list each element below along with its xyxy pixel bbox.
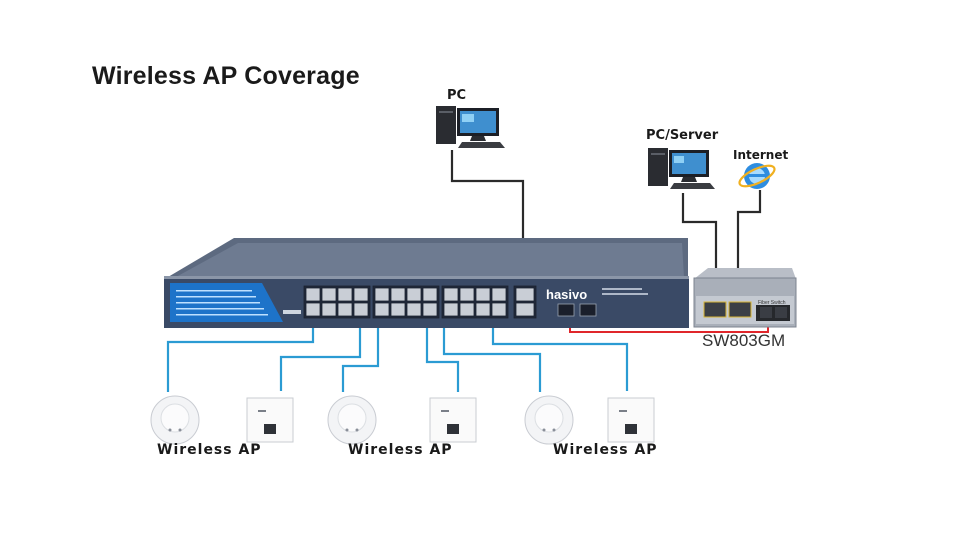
internet-cable <box>736 190 762 302</box>
ap-cables <box>166 319 629 392</box>
media-converter: Fiber Switch <box>693 268 797 328</box>
ceiling-ap-2 <box>327 395 377 445</box>
diagram-title: Wireless AP Coverage <box>92 62 360 90</box>
status-leds <box>176 290 268 316</box>
ap-cable-6 <box>491 319 629 391</box>
ceiling-ap-3 <box>524 395 574 445</box>
ap-cable-5 <box>442 319 542 392</box>
poe-switch: hasivo <box>164 238 689 328</box>
pc-server-label: PC/Server <box>646 128 719 143</box>
ap-label-2: Wireless AP <box>348 442 453 458</box>
wall-plate-ap-2 <box>429 397 477 443</box>
media-converter-model-label: SW803GM <box>702 331 786 350</box>
pc-label: PC <box>447 88 467 103</box>
desktop-pc-icon <box>436 106 505 148</box>
media-converter-tag: Fiber Switch <box>758 300 786 306</box>
desktop-server-icon <box>648 148 715 189</box>
ceiling-ap-1 <box>150 395 200 445</box>
ap-cable-2 <box>279 319 362 391</box>
ap-cable-4 <box>425 319 460 392</box>
server-cable <box>681 193 718 302</box>
internet-explorer-icon <box>738 163 776 189</box>
ap-label-1: Wireless AP <box>157 442 262 458</box>
switch-brand: hasivo <box>546 287 587 302</box>
internet-label: Internet <box>733 148 789 162</box>
ap-cable-3 <box>341 319 380 392</box>
rj45-ports <box>303 285 537 319</box>
ap-cable-1 <box>166 319 315 392</box>
sfp-ports <box>557 303 597 317</box>
wall-plate-ap-3 <box>607 397 655 443</box>
wall-plate-ap-1 <box>246 397 294 443</box>
ap-label-3: Wireless AP <box>553 442 658 458</box>
